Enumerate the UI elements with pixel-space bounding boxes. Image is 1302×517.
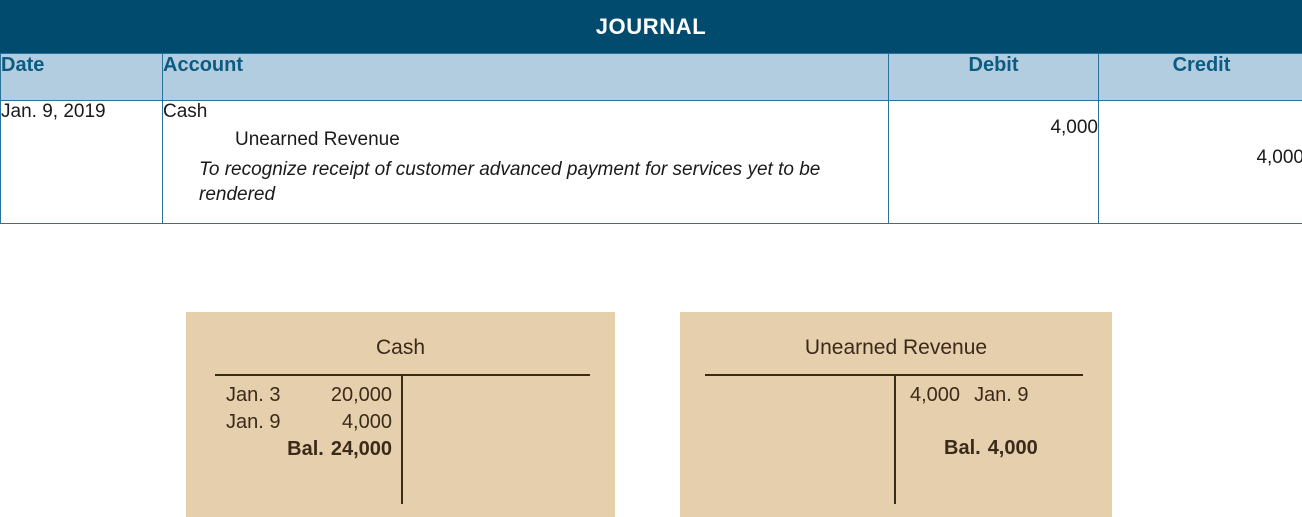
t-balance-label: Bal.: [944, 436, 981, 459]
journal-header-row: Date Account Debit Credit: [0, 53, 1302, 101]
entry-memo: To recognize receipt of customer advance…: [199, 159, 821, 206]
t-entry-label: Jan. 9: [974, 384, 1029, 406]
journal-entry-row: Jan. 9, 2019 Cash Unearned Revenue To re…: [0, 100, 1302, 224]
journal-title-bar: JOURNAL: [0, 0, 1302, 53]
journal-title: JOURNAL: [595, 13, 707, 39]
entry-debit-account: Cash: [163, 101, 208, 122]
column-header-account: Account: [162, 53, 889, 101]
t-entry-value: 20,000: [330, 384, 392, 406]
t-balance-value: 24,000: [330, 437, 392, 460]
entry-credit-cell: 4,000: [1098, 100, 1302, 224]
t-credit-side: 4,000 Jan. 9 Bal. 4,000: [902, 382, 1082, 462]
t-account-title: Cash: [375, 336, 426, 359]
t-entry-label: Jan. 9: [226, 410, 281, 433]
entry-credit-account: Unearned Revenue: [235, 129, 400, 150]
t-balance-value: 4,000: [987, 436, 1038, 459]
t-entry-row: Jan. 3 20,000: [226, 382, 398, 409]
t-account-title: Unearned Revenue: [804, 336, 988, 359]
column-header-date: Date: [0, 53, 163, 101]
t-entry-value: 4,000: [910, 384, 961, 406]
entry-debit-cell: 4,000: [888, 100, 1099, 224]
entry-date: Jan. 9, 2019: [0, 100, 163, 224]
entry-credit-amount: 4,000: [1256, 147, 1302, 168]
t-account-grid: 4,000 Jan. 9 Bal. 4,000: [680, 374, 1112, 514]
t-row-spacer: [902, 409, 1082, 435]
t-vertical-rule: [894, 374, 896, 504]
t-account-unearned-revenue: Unearned Revenue 4,000 Jan. 9 Bal. 4,000: [680, 312, 1112, 517]
t-entry-row: 4,000 Jan. 9: [902, 382, 1082, 409]
t-account-grid: Jan. 3 20,000 Jan. 9 4,000 Bal. 24,000: [186, 374, 615, 514]
column-header-debit: Debit: [888, 53, 1099, 101]
t-balance-label: Bal.: [287, 437, 324, 460]
t-vertical-rule: [401, 374, 403, 504]
journal-panel: JOURNAL Date Account Debit Credit Jan. 9…: [0, 0, 1302, 224]
t-accounts-section: Cash Jan. 3 20,000 Jan. 9 4,000 Bal. 24,…: [0, 312, 1302, 517]
t-debit-side: Jan. 3 20,000 Jan. 9 4,000 Bal. 24,000: [226, 382, 398, 462]
entry-debit-amount: 4,000: [1050, 117, 1098, 138]
journal-table: Date Account Debit Credit Jan. 9, 2019 C…: [0, 53, 1302, 224]
t-entry-value: 4,000: [341, 410, 392, 433]
t-entry-row: Jan. 9 4,000: [226, 409, 398, 436]
column-header-credit: Credit: [1098, 53, 1302, 101]
t-account-cash: Cash Jan. 3 20,000 Jan. 9 4,000 Bal. 24,…: [186, 312, 615, 517]
t-balance-row: Bal. 24,000: [226, 436, 398, 463]
entry-account-cell: Cash Unearned Revenue To recognize recei…: [162, 100, 889, 224]
t-balance-row: Bal. 4,000: [902, 435, 1082, 462]
t-entry-label: Jan. 3: [226, 384, 281, 406]
